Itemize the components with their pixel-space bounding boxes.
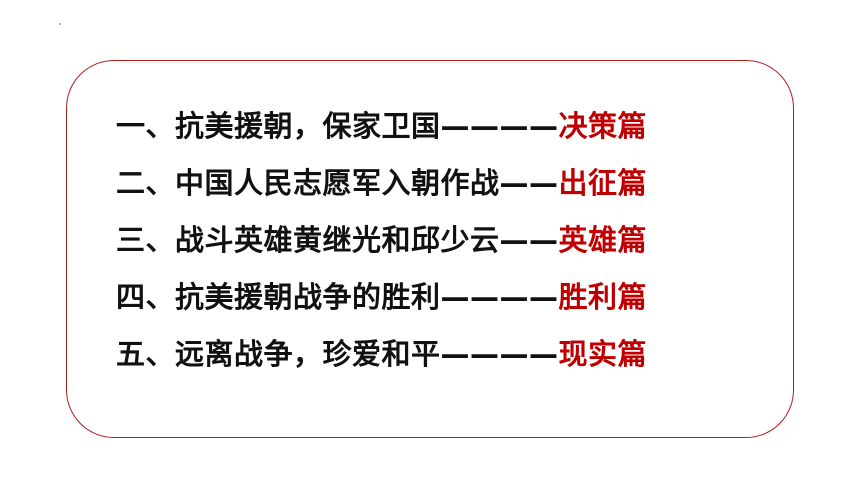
toc-item-chapter: 胜利篇: [558, 280, 648, 314]
toc-item-chapter: 英雄篇: [558, 223, 648, 257]
toc-item-title: 三、战斗英雄黄继光和邱少云——: [116, 223, 559, 257]
content-frame: [66, 60, 794, 438]
toc-item-chapter: 出征篇: [558, 166, 648, 200]
toc-item-title: 二、中国人民志愿军入朝作战——: [116, 166, 559, 200]
toc-item-4: 四、抗美援朝战争的胜利————胜利篇: [116, 269, 776, 326]
toc-item-title: 四、抗美援朝战争的胜利————: [116, 280, 559, 314]
corner-dot: [59, 23, 61, 25]
toc-item-5: 五、远离战争，珍爱和平————现实篇: [116, 326, 776, 383]
toc-item-title: 五、远离战争，珍爱和平————: [116, 337, 559, 371]
toc-item-chapter: 决策篇: [558, 109, 648, 143]
toc-item-chapter: 现实篇: [558, 337, 648, 371]
toc-item-title: 一、抗美援朝，保家卫国————: [116, 109, 559, 143]
toc-item-2: 二、中国人民志愿军入朝作战——出征篇: [116, 155, 776, 212]
toc-item-1: 一、抗美援朝，保家卫国————决策篇: [116, 98, 776, 155]
table-of-contents: 一、抗美援朝，保家卫国————决策篇 二、中国人民志愿军入朝作战——出征篇 三、…: [116, 98, 776, 383]
toc-item-3: 三、战斗英雄黄继光和邱少云——英雄篇: [116, 212, 776, 269]
